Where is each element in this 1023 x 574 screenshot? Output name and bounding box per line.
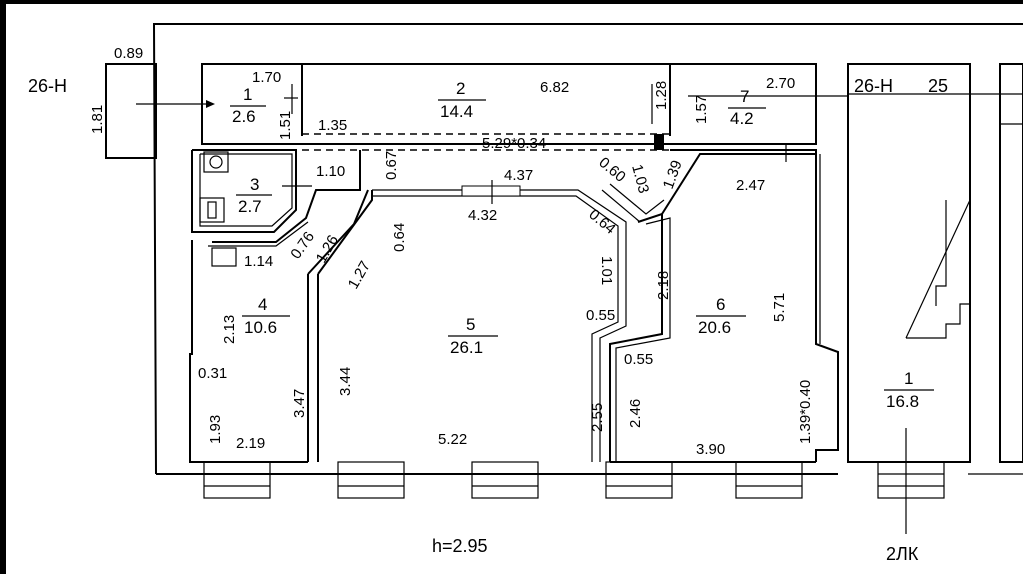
dimension-label: 0.55: [586, 307, 615, 324]
dimension-label: 2.19: [236, 435, 265, 452]
dimension-label: 2.55: [589, 403, 606, 432]
dimension-label: 2.70: [766, 75, 795, 92]
apartment-walls: [189, 63, 839, 463]
dimension-label: 1.28: [653, 81, 670, 110]
dimension-label: 1.81: [89, 105, 106, 134]
room-number: 1: [904, 369, 913, 388]
room-area: 16.8: [886, 392, 919, 411]
dimension-label: 1.03: [628, 163, 652, 196]
dimension-label: 0.55: [624, 351, 653, 368]
room-number: 7: [740, 87, 749, 106]
dimension-label: 0.67: [383, 151, 400, 180]
dimension-label: 1.39*0.40: [797, 380, 814, 444]
room-number: 4: [258, 295, 267, 314]
dimension-label: 1.14: [244, 253, 273, 270]
dimension-label: 3.90: [696, 441, 725, 458]
apartment-25-label: 25: [928, 76, 948, 96]
dimension-label: 2.47: [736, 177, 765, 194]
dimension-label: 5.22: [438, 431, 467, 448]
windows: [203, 461, 945, 499]
dimension-label: 0.60: [595, 154, 628, 186]
dimension-label: 0.64: [391, 223, 408, 252]
room-number: 2: [456, 79, 465, 98]
left-bay: [105, 63, 215, 159]
dimension-label: 3.44: [337, 367, 354, 396]
dimension-label: 0.31: [198, 365, 227, 382]
dimension-label: 1.26: [313, 232, 342, 266]
room-number: 1: [243, 85, 252, 104]
dimension-label: 4.37: [504, 167, 533, 184]
dimension-label: 1.27: [345, 258, 374, 292]
dimension-label: 6.82: [540, 79, 569, 96]
staircase-block: [847, 63, 1023, 534]
dimension-label: 5.29*0.34: [482, 135, 546, 152]
apartment-26h-right-label: 26-Н: [854, 76, 893, 96]
dimension-label: 1.35: [318, 117, 347, 134]
dimension-label: 5.71: [771, 293, 788, 322]
floor-plan-drawing: 26-Н 26-Н 25 h=2.95 2ЛК 1 2.6 2 14.4 3 2…: [28, 23, 1023, 564]
room-area: 10.6: [244, 318, 277, 337]
floor-plan-canvas: 26-Н 26-Н 25 h=2.95 2ЛК 1 2.6 2 14.4 3 2…: [6, 4, 1023, 574]
dimension-label: 1.51: [277, 111, 294, 140]
wc-fixtures: [199, 151, 237, 267]
room-area: 2.7: [238, 197, 262, 216]
dimension-label: 0.89: [114, 45, 143, 62]
dimension-ticks: [282, 84, 848, 204]
dimension-label: 1.93: [207, 415, 224, 444]
dimension-label: 4.32: [468, 207, 497, 224]
room-area: 2.6: [232, 107, 256, 126]
room-area: 26.1: [450, 338, 483, 357]
dimension-label: 1.10: [316, 163, 345, 180]
ceiling-height-label: h=2.95: [432, 536, 488, 556]
room-area: 4.2: [730, 109, 754, 128]
dimension-label: 2.13: [221, 315, 238, 344]
room-number: 3: [250, 175, 259, 194]
apartment-26h-left-label: 26-Н: [28, 76, 67, 96]
room-area: 20.6: [698, 318, 731, 337]
dimension-label: 1.57: [693, 95, 710, 124]
stair-label: 2ЛК: [886, 544, 919, 564]
room-number: 5: [466, 315, 475, 334]
dimension-label: 2.46: [627, 399, 644, 428]
dimension-label: 1.70: [252, 69, 281, 86]
dimension-label: 2.18: [655, 271, 672, 300]
room-number: 6: [716, 295, 725, 314]
room-area: 14.4: [440, 102, 473, 121]
dimension-label: 1.39: [660, 158, 686, 191]
dimension-label: 0.64: [585, 206, 618, 238]
dimension-label: 1.01: [598, 256, 615, 285]
dimension-label: 3.47: [291, 389, 308, 418]
